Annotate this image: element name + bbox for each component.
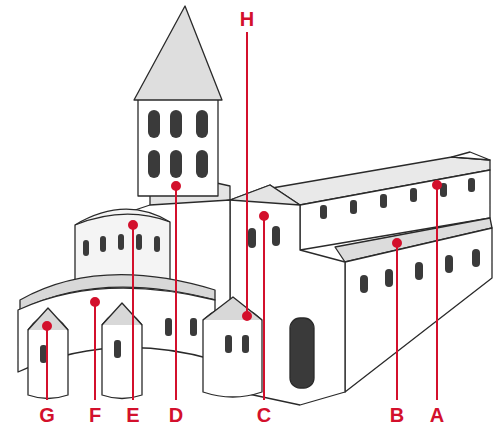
leader-lines — [43, 32, 441, 400]
callout-letter: H — [240, 9, 254, 29]
callout-letter: C — [257, 405, 271, 425]
callout-letter: G — [39, 405, 55, 425]
callout-letter: F — [89, 405, 101, 425]
callout-letter: B — [390, 405, 404, 425]
callout-letter: D — [169, 405, 183, 425]
callout-letter: A — [430, 405, 444, 425]
callout-letter: E — [126, 405, 139, 425]
